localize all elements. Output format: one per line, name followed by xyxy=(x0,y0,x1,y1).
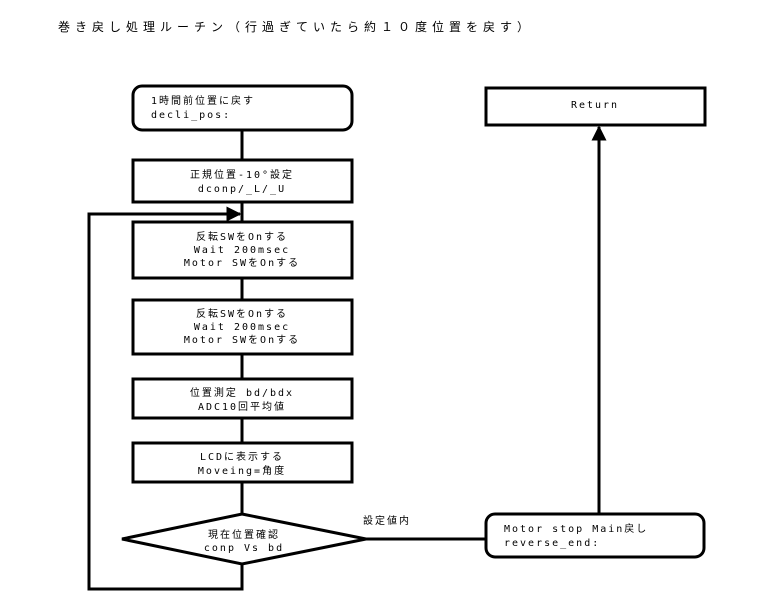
node-motor-stop-line2: reverse_end: xyxy=(504,538,600,549)
node-motor-stop-line1: Motor stop Main戻し xyxy=(504,522,648,535)
node-decision-line2: conp Vs bd xyxy=(204,543,284,554)
node-reverse-b-line2: Wait 200msec xyxy=(194,322,290,333)
node-set-position: 正規位置-10°設定 dconp/_L/_U xyxy=(131,158,354,204)
node-reverse-a-line1: 反転SWをOnする xyxy=(196,231,288,243)
node-reverse-b-line1: 反転SWをOnする xyxy=(196,308,288,320)
edge-label-within-setting: 設定値内 xyxy=(363,514,411,527)
node-reverse-a: 反転SWをOnする Wait 200msec Motor SWをOnする xyxy=(131,220,354,280)
node-measure-line2: ADC10回平均値 xyxy=(198,400,286,413)
node-lcd: LCDに表示する Moveing=角度 xyxy=(131,441,354,484)
node-lcd-line2: Moveing=角度 xyxy=(198,464,286,477)
node-start-line1: 1時間前位置に戻す xyxy=(151,94,255,107)
node-reverse-b: 反転SWをOnする Wait 200msec Motor SWをOnする xyxy=(131,298,354,356)
diagram-title: 巻き戻し処理ルーチン（行過ぎていたら約１０度位置を戻す） xyxy=(58,19,534,34)
node-reverse-b-line3: Motor SWをOnする xyxy=(184,334,300,346)
node-reverse-a-line2: Wait 200msec xyxy=(194,245,290,256)
node-decision-line1: 現在位置確認 xyxy=(208,528,280,541)
node-start-line2: decli_pos: xyxy=(151,110,231,121)
node-return-line1: Return xyxy=(571,100,619,111)
node-set-position-line1: 正規位置-10°設定 xyxy=(190,168,294,181)
node-return: Return xyxy=(484,86,707,127)
node-measure-line1: 位置測定 bd/bdx xyxy=(190,386,294,399)
node-set-position-line2: dconp/_L/_U xyxy=(198,184,286,195)
node-motor-stop: Motor stop Main戻し reverse_end: xyxy=(484,512,706,559)
node-measure: 位置測定 bd/bdx ADC10回平均値 xyxy=(131,377,354,420)
node-start: 1時間前位置に戻す decli_pos: xyxy=(131,84,354,132)
node-decision: 現在位置確認 conp Vs bd xyxy=(121,512,367,566)
node-lcd-line1: LCDに表示する xyxy=(200,450,284,463)
edge-loop-back xyxy=(87,206,244,591)
node-reverse-a-line3: Motor SWをOnする xyxy=(184,257,300,269)
